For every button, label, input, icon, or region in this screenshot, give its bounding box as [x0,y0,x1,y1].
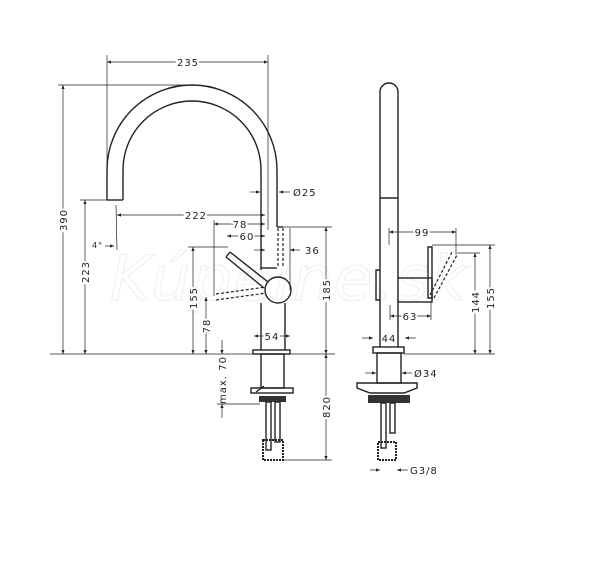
dim-78-vertical: 78 [202,319,213,334]
side-view-faucet [356,82,458,461]
drawing-line [215,286,267,295]
drawing-line [372,346,405,354]
dim-99: 99 [415,228,430,239]
dim-185: 185 [322,279,333,301]
drawing-line [260,353,285,389]
dim-222: 222 [185,211,207,222]
drawing-line [255,385,265,393]
dim-44: 44 [382,334,397,345]
drawing-line [433,254,458,299]
drawing-shape [375,269,380,301]
drawing-line [265,401,272,451]
drawing-line [225,256,265,289]
dim-54: 54 [265,332,280,343]
dim-thread-g3-8: G3/8 [410,466,438,477]
side-view-dimensions: 99 144 155 63 44 Ø34 G3/8 [362,226,499,477]
dim-angle: 4° [92,241,103,250]
drawing-line [229,251,269,283]
dim-223: 223 [81,261,92,283]
drawing-line [274,401,281,443]
dim-36: 36 [305,246,320,257]
dim-60: 60 [240,232,255,243]
handle-knob [264,276,292,304]
drawing-line [368,395,410,403]
spout-outline [106,84,278,270]
drawing-line [262,439,284,461]
drawing-line [389,402,396,434]
drawing-line [225,251,231,258]
dim-390: 390 [59,209,70,231]
dim-155-side: 155 [486,287,497,309]
dim-max-70: max. 70 [218,356,229,404]
front-view-dimensions: 235 390 223 222 4° 78 60 36 Ø25 155 78 m… [50,55,335,461]
drawing-line [380,402,387,449]
drawing-line [429,251,453,296]
dim-diameter-25: Ø25 [293,187,317,199]
dim-235: 235 [177,58,199,69]
drawing-shape [356,382,418,394]
drawing-line [377,441,397,461]
drawing-line [115,204,118,251]
dim-144: 144 [471,291,482,313]
dim-820: 820 [322,396,333,418]
drawing-line [259,396,286,402]
drawing-line [250,387,294,394]
side-lever [427,246,433,299]
dim-155: 155 [189,287,200,309]
dim-diameter-34: Ø34 [414,368,438,380]
dim-63: 63 [403,312,418,323]
drawing-line [376,352,402,384]
dim-78-horizontal: 78 [233,220,248,231]
front-view-faucet [106,84,294,461]
drawing-line [215,292,267,301]
side-body [379,82,399,347]
